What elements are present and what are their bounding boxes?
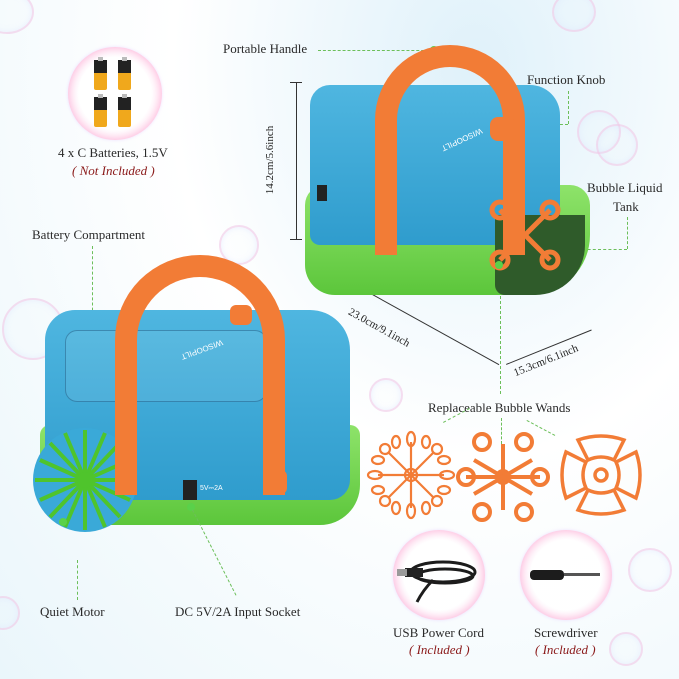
callout-bubble-liquid-tank-line2: Tank — [613, 199, 639, 214]
batteries-note: ( Not Included ) — [72, 163, 155, 178]
decorative-bubble — [0, 0, 34, 34]
dimension-line-height — [296, 82, 297, 240]
function-knob — [230, 305, 252, 325]
decorative-bubble — [628, 548, 672, 592]
usb-cord-icon — [397, 560, 477, 603]
decorative-bubble — [369, 378, 403, 412]
leader-line — [318, 50, 434, 51]
portable-handle — [115, 255, 285, 495]
device-back-view: WISOOPILT — [305, 45, 600, 375]
motor-grille-icon — [33, 428, 137, 532]
decorative-bubble — [0, 596, 20, 630]
six-ring-wand-icon — [456, 432, 550, 522]
leader-line — [77, 560, 78, 600]
device-front-view: WISOOPILT 5V⎓2A — [33, 255, 370, 532]
dimension-tick — [290, 239, 302, 240]
batteries-bubble — [68, 47, 162, 140]
dimension-tick — [290, 82, 302, 83]
leader-line — [501, 418, 502, 444]
leader-line — [500, 296, 501, 394]
dc-socket — [317, 185, 327, 201]
callout-battery-compartment: Battery Compartment — [32, 227, 146, 242]
callout-dc-input-socket: DC 5V/2A Input Socket — [175, 604, 301, 619]
callout-dot — [59, 518, 67, 526]
accessory-screwdriver-note: ( Included ) — [535, 642, 596, 657]
screwdriver-icon — [530, 570, 600, 580]
callout-dot — [495, 261, 503, 269]
handle-screw-knob — [265, 470, 287, 494]
function-knob — [490, 117, 516, 141]
leader-line — [572, 249, 627, 250]
batteries-title: 4 x C Batteries, 1.5V — [58, 145, 168, 160]
screwdriver-bubble — [520, 530, 612, 620]
callout-function-knob: Function Knob — [527, 72, 606, 87]
four-petal-wand-icon — [560, 434, 642, 516]
leader-line — [92, 246, 93, 326]
decorative-bubble — [552, 0, 596, 32]
dimension-height: 14.2cm/5.6inch — [264, 125, 277, 195]
six-ring-wand-icon — [489, 199, 561, 271]
battery-icon — [94, 57, 131, 127]
leader-line — [568, 91, 569, 124]
callout-quiet-motor: Quiet Motor — [40, 604, 105, 619]
callout-dot — [187, 503, 195, 511]
usb-cord-bubble — [393, 530, 485, 620]
decorative-bubble — [609, 632, 643, 666]
accessory-screwdriver-title: Screwdriver — [534, 625, 598, 640]
callout-replaceable-wands: Replaceable Bubble Wands — [428, 400, 571, 415]
callout-bubble-liquid-tank-line1: Bubble Liquid — [587, 180, 663, 195]
decorative-bubble — [596, 124, 638, 166]
leader-line — [627, 217, 628, 249]
flower-wand-icon — [366, 430, 456, 520]
accessory-usb-cord-title: USB Power Cord — [393, 625, 485, 640]
accessory-usb-cord-note: ( Included ) — [409, 642, 470, 657]
callout-portable-handle: Portable Handle — [223, 41, 308, 56]
